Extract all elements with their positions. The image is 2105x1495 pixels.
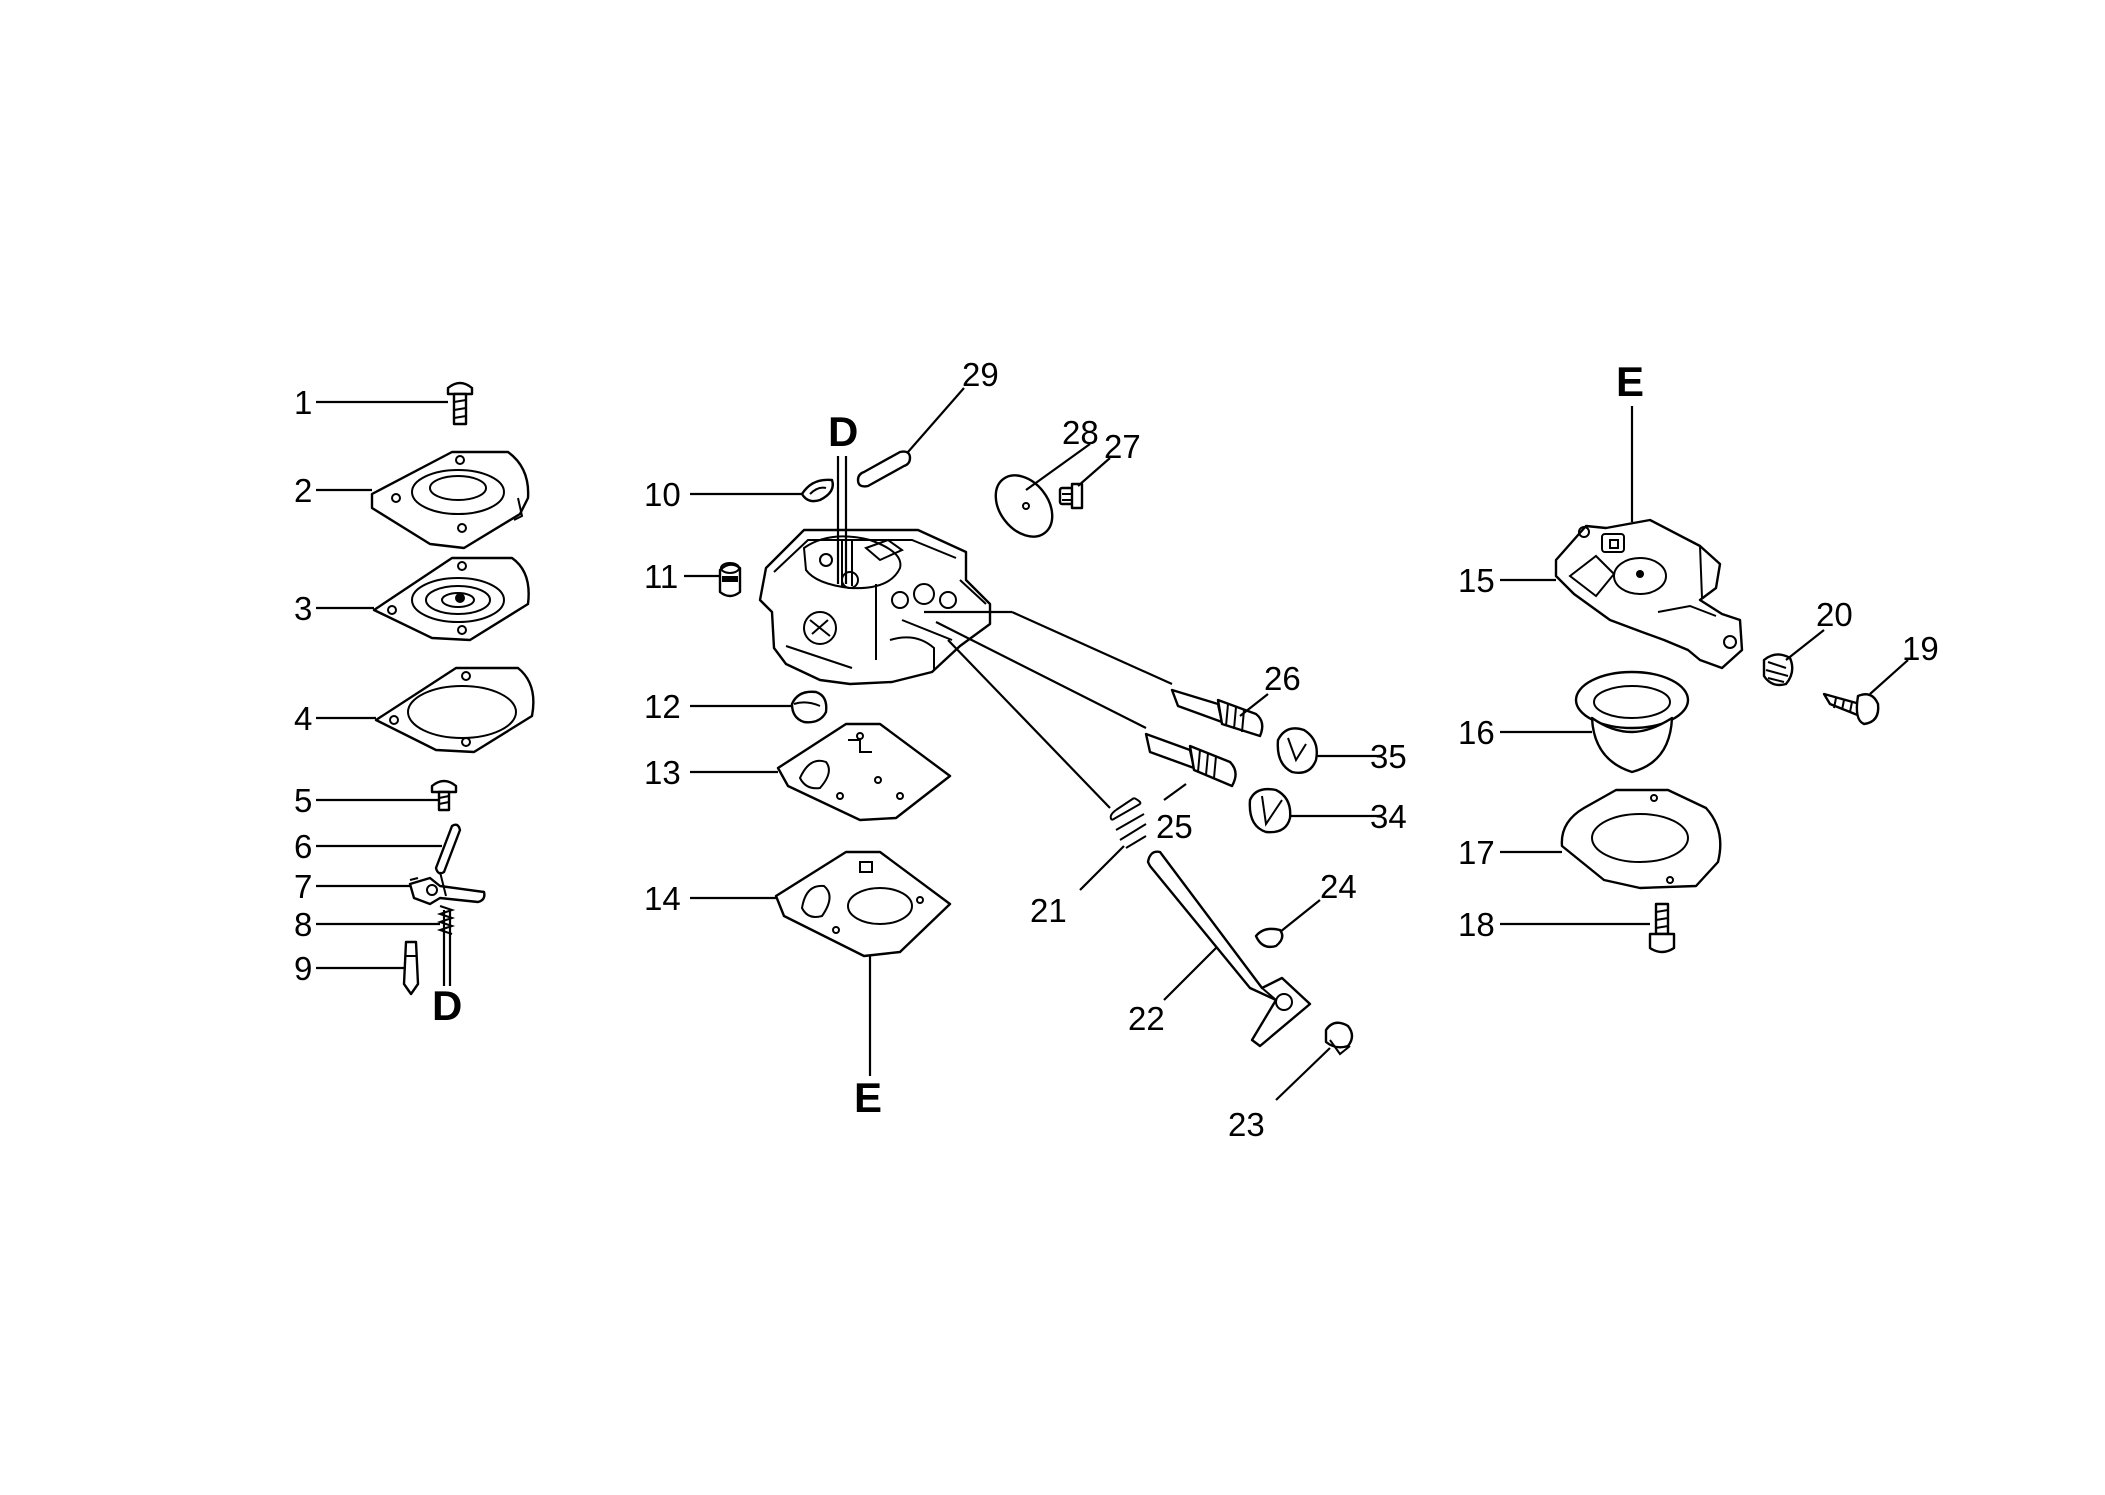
part-17-primer-plate xyxy=(1560,788,1722,890)
part-5-screw xyxy=(430,779,458,812)
part-3-metering-diaphragm xyxy=(372,556,530,642)
callout-9: 9 xyxy=(294,950,312,987)
callout-27: 27 xyxy=(1104,428,1141,465)
part-10-clip xyxy=(800,478,834,503)
ref-e-center: E xyxy=(854,1074,882,1121)
part-16-primer-bulb xyxy=(1574,670,1690,774)
part-35-limiter-cap xyxy=(1276,727,1318,774)
part-11-plug xyxy=(718,562,742,598)
callout-3: 3 xyxy=(294,590,312,627)
callout-22: 22 xyxy=(1128,1000,1165,1037)
carburetor-body xyxy=(758,528,992,686)
ref-d-center: D xyxy=(828,408,858,455)
part-20-spring xyxy=(1762,653,1794,687)
callout-25: 25 xyxy=(1156,808,1193,845)
part-4-gasket xyxy=(374,666,535,754)
part-18-screw xyxy=(1648,902,1676,954)
reference-letters: D D E E xyxy=(432,358,1644,1121)
callout-4: 4 xyxy=(294,700,312,737)
part-24-e-clip xyxy=(1254,927,1284,949)
part-15-pump-body xyxy=(1554,518,1744,670)
callout-11: 11 xyxy=(644,558,678,595)
part-6-pin xyxy=(434,823,462,875)
callout-numbers: 1 2 3 4 5 6 7 8 9 10 11 12 13 14 15 16 1… xyxy=(294,356,1939,1143)
callout-14: 14 xyxy=(644,880,681,917)
part-7-metering-lever xyxy=(408,871,486,906)
callout-5: 5 xyxy=(294,782,312,819)
ref-d-left: D xyxy=(432,982,462,1029)
callout-13: 13 xyxy=(644,754,681,791)
callout-8: 8 xyxy=(294,906,312,943)
part-29-pin xyxy=(856,450,912,488)
part-27-screw xyxy=(1058,482,1084,510)
callout-26: 26 xyxy=(1264,660,1301,697)
callout-12: 12 xyxy=(644,688,681,725)
callout-24: 24 xyxy=(1320,868,1357,905)
part-34-limiter-cap xyxy=(1248,787,1292,834)
callout-35: 35 xyxy=(1370,738,1407,775)
callout-21: 21 xyxy=(1030,892,1067,929)
callout-18: 18 xyxy=(1458,906,1495,943)
callout-20: 20 xyxy=(1816,596,1853,633)
part-14-gasket xyxy=(774,850,952,958)
callout-28: 28 xyxy=(1062,414,1099,451)
part-9-inlet-needle xyxy=(402,940,420,996)
part-28-throttle-plate xyxy=(994,474,1054,538)
part-13-pump-plate xyxy=(776,722,952,822)
callout-6: 6 xyxy=(294,828,312,865)
callout-19: 19 xyxy=(1902,630,1939,667)
ref-e-right: E xyxy=(1616,358,1644,405)
callout-17: 17 xyxy=(1458,834,1495,871)
callout-34: 34 xyxy=(1370,798,1407,835)
leader-lines xyxy=(316,387,1909,1101)
callout-23: 23 xyxy=(1228,1106,1265,1143)
part-2-pump-cover xyxy=(370,450,530,550)
part-22-throttle-shaft xyxy=(1146,850,1312,1048)
part-25-mixture-needle xyxy=(1144,732,1237,788)
callout-10: 10 xyxy=(644,476,681,513)
part-26-mixture-needle xyxy=(1170,688,1264,738)
callout-29: 29 xyxy=(962,356,999,393)
part-23-screw xyxy=(1324,1021,1354,1056)
part-12-cap xyxy=(790,690,828,724)
callout-15: 15 xyxy=(1458,562,1495,599)
part-19-screw xyxy=(1822,692,1880,726)
callout-7: 7 xyxy=(294,868,312,905)
callout-16: 16 xyxy=(1458,714,1495,751)
part-21-spring xyxy=(1109,797,1147,849)
part-1-screw xyxy=(446,381,474,426)
callout-1: 1 xyxy=(294,384,312,421)
callout-2: 2 xyxy=(294,472,312,509)
